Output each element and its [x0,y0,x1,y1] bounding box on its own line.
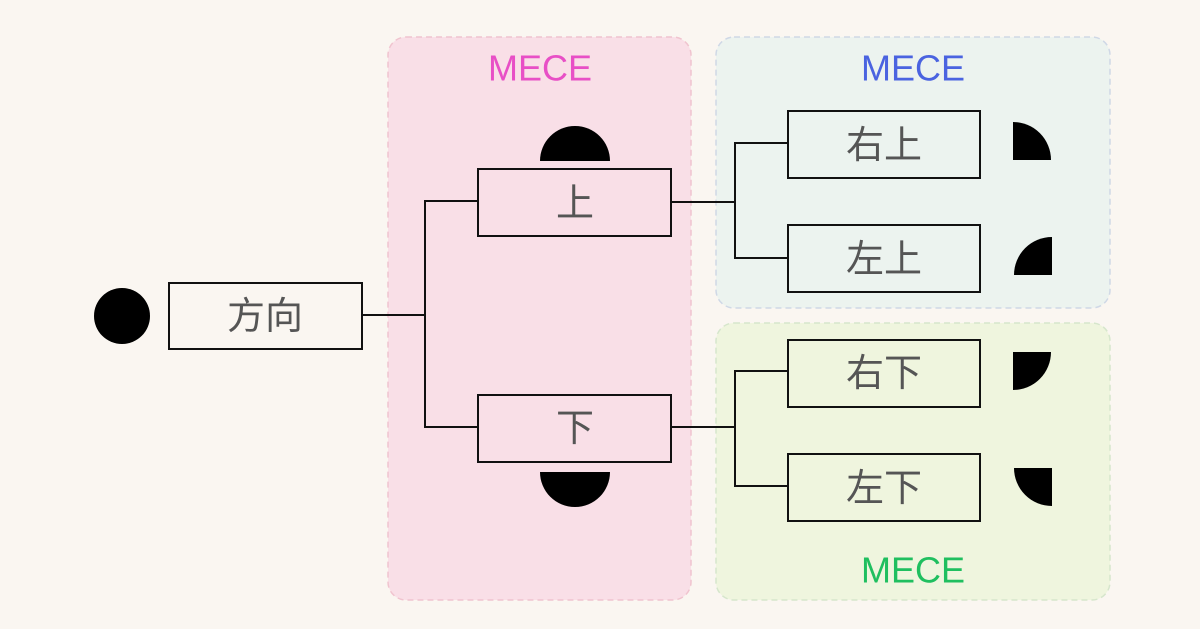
connector-root-up-down [424,200,478,428]
top-half-circle-icon [540,126,610,161]
connector-up-children [734,142,788,259]
bottom-right-quarter-circle-icon [1013,352,1051,390]
mece-label-pink: MECE [488,48,592,89]
node-down-label: 下 [556,406,594,450]
connector-down-children [734,370,788,487]
node-upper-right [787,110,981,179]
node-root-label: 方向 [227,294,303,338]
bottom-left-quarter-circle-icon [1014,468,1052,506]
node-lower-left [787,453,981,522]
node-upper-left [787,224,981,293]
node-down [477,394,672,463]
node-up-label: 上 [556,181,594,225]
node-upper-right-label: 右上 [846,123,922,167]
mece-label-green: MECE [861,550,965,591]
bottom-half-circle-icon [540,472,610,507]
top-right-quarter-circle-icon [1013,122,1051,160]
node-upper-left-label: 左上 [846,237,922,281]
node-lower-right-label: 右下 [846,351,922,395]
mece-group-green [715,322,1111,601]
node-up [477,168,672,237]
connectors [362,142,788,487]
full-circle-icon [94,288,150,344]
node-lower-left-label: 左下 [846,466,922,510]
mece-group-pink [387,36,692,601]
mece-label-blue: MECE [861,48,965,89]
mece-group-blue [715,36,1111,309]
node-lower-right [787,339,981,408]
top-left-quarter-circle-icon [1014,237,1052,275]
node-root [168,282,363,350]
